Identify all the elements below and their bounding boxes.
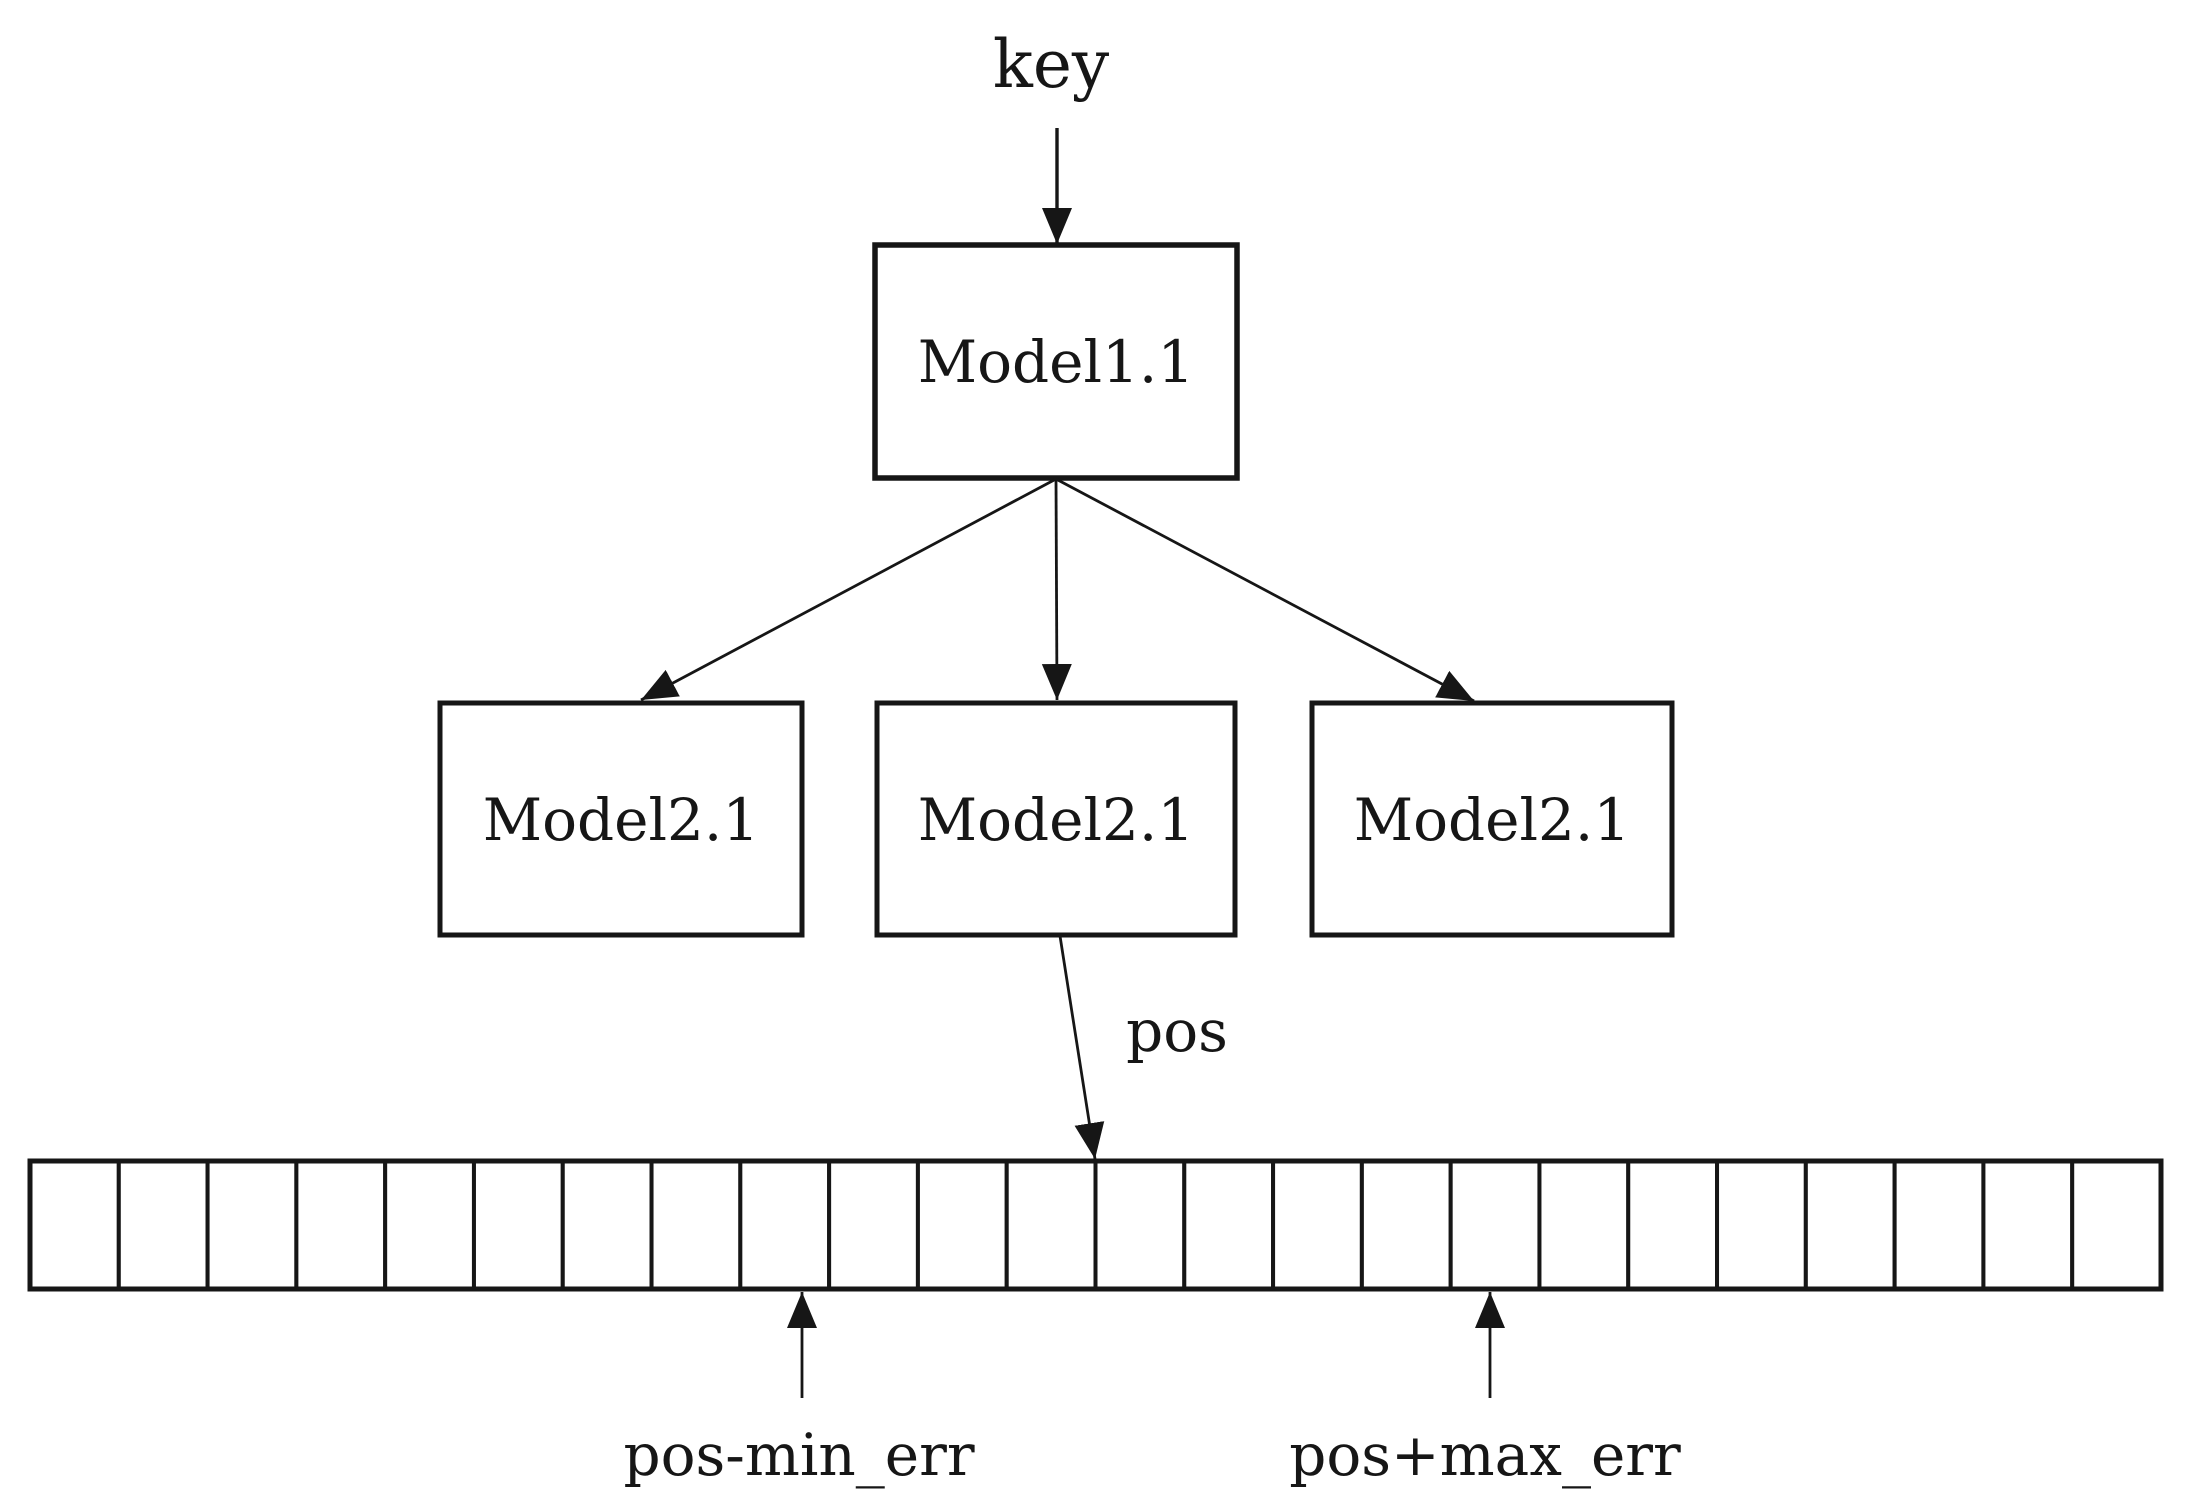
array-cell	[560, 1159, 654, 1291]
pos-label: pos	[1126, 997, 1228, 1065]
model2-node-right: Model2.1	[1309, 700, 1675, 938]
array-cell	[1182, 1159, 1276, 1291]
model1-node: Model1.1	[872, 242, 1240, 481]
model2-middle-box	[874, 700, 1238, 938]
array-cell	[915, 1159, 1009, 1291]
model2-left-box	[437, 700, 805, 938]
array-cell	[738, 1159, 832, 1291]
array-cell	[1892, 1159, 1986, 1291]
array-cell	[1359, 1159, 1453, 1291]
model2-right-label: Model2.1	[1354, 786, 1631, 854]
array-cell	[1448, 1159, 1542, 1291]
array-cell	[1981, 1159, 2075, 1291]
position-array	[27, 1158, 2164, 1292]
array-cell	[28, 1159, 121, 1291]
array-cell	[649, 1159, 743, 1291]
edge-root-to-child-2	[1055, 477, 1475, 703]
array-cell	[1093, 1159, 1187, 1291]
array-cell	[2070, 1159, 2163, 1291]
array-cell	[471, 1159, 565, 1291]
model2-left-label: Model2.1	[483, 786, 760, 854]
model2-right-box	[1309, 700, 1675, 938]
array-cell	[383, 1159, 476, 1291]
array-cell	[1271, 1159, 1364, 1291]
array-cell	[1803, 1159, 1897, 1291]
edge-root-to-child-0	[640, 477, 1057, 702]
model2-node-middle: Model2.1	[874, 700, 1238, 938]
array-cell	[827, 1159, 920, 1291]
array-cells	[28, 1159, 2163, 1291]
array-cell	[116, 1159, 210, 1291]
array-cell	[294, 1159, 388, 1291]
array-cell	[1004, 1159, 1098, 1291]
lower-bound-label: pos-min_err	[623, 1421, 974, 1489]
pos-arrow-icon	[1058, 935, 1105, 1160]
edge-root-to-child-1	[1041, 478, 1072, 701]
array-cell	[1626, 1159, 1720, 1291]
model1-label: Model1.1	[918, 328, 1195, 396]
key-label: key	[993, 26, 1110, 103]
model2-node-left: Model2.1	[437, 700, 805, 938]
array-outline	[27, 1158, 2164, 1292]
array-cell	[1537, 1159, 1631, 1291]
array-cell	[205, 1159, 299, 1291]
model1-box	[872, 242, 1240, 481]
array-cell	[1715, 1159, 1808, 1291]
model2-middle-label: Model2.1	[918, 786, 1195, 854]
upper-bound-label: pos+max_err	[1289, 1421, 1681, 1489]
